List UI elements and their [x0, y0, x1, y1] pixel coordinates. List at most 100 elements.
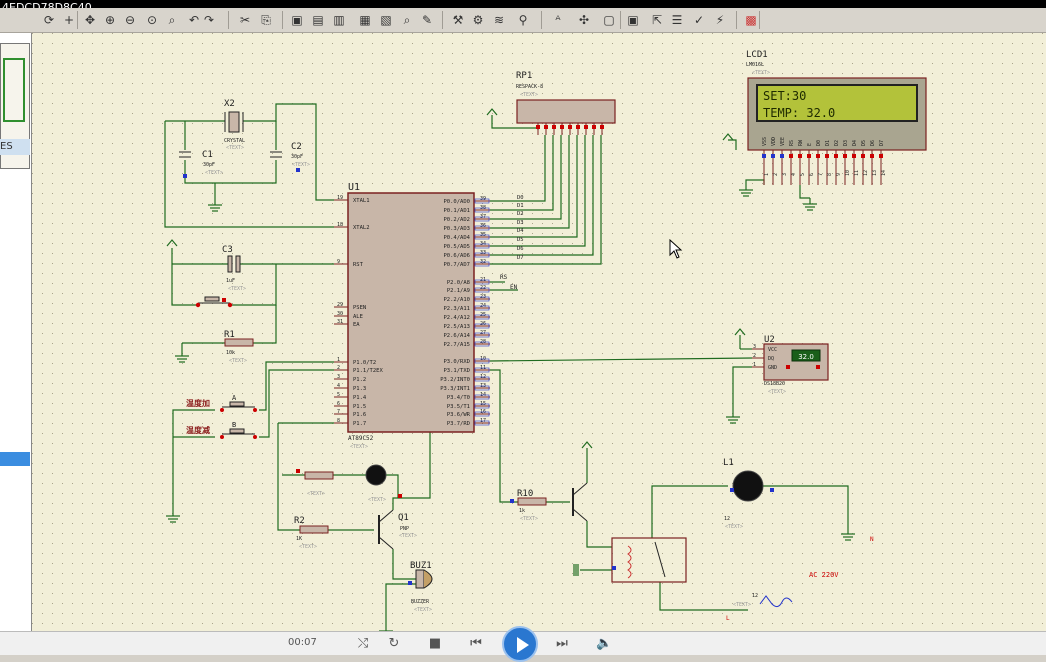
new-sheet-icon[interactable]: ▢ [603, 13, 615, 27]
lcd1-pin-num: 14 [881, 170, 887, 176]
erc-icon[interactable]: ✓ [693, 13, 705, 27]
netlist-icon[interactable]: ⚡ [715, 13, 725, 27]
u1-pin-name: P1.4 [353, 395, 367, 401]
button-temp-up-id: A [232, 394, 237, 402]
data-bus-wire [490, 135, 554, 211]
block-move-icon[interactable]: ▥ [333, 13, 345, 27]
r1-text: <TEXT> [229, 358, 247, 364]
block-delete-icon[interactable]: ▧ [380, 13, 392, 27]
c3-plate[interactable] [235, 255, 241, 273]
button-temp-down-cap[interactable] [229, 428, 245, 434]
u1-pin-name: P3.7/RD [447, 421, 470, 427]
pin-state-high [568, 125, 572, 129]
toolbar-separator [228, 11, 229, 29]
decompose-icon[interactable]: ⚙ [472, 13, 484, 27]
x2-part: CRYSTAL [224, 138, 245, 144]
relay-to-ac [659, 582, 748, 611]
redo-icon[interactable]: ↷ [203, 13, 215, 27]
buzzer-body[interactable] [415, 569, 425, 589]
btn-b-right [259, 369, 334, 438]
u1-chip-body[interactable] [347, 192, 475, 433]
pin-state [870, 154, 874, 158]
r1-right [253, 305, 277, 344]
zoom-all-icon[interactable]: ⊙ [146, 13, 158, 27]
r10-body[interactable] [517, 497, 547, 506]
paste-icon[interactable]: ▣ [291, 13, 303, 27]
wire-autorouter-icon[interactable]: ≋ [493, 13, 505, 27]
copy-icon[interactable]: ⎘ [261, 13, 271, 27]
u2-ref: U2 [764, 335, 775, 345]
toolbar-separator [77, 11, 78, 29]
x2-crystal-body[interactable] [228, 111, 240, 133]
u2-pin-name: VCC [768, 347, 777, 353]
r1-body[interactable] [224, 338, 254, 347]
block-copy-icon[interactable]: ▤ [312, 13, 324, 27]
zoom-area-icon[interactable]: ⌕ [168, 13, 176, 27]
pick-icon[interactable]: ⌕ [403, 13, 411, 27]
lcd1-pin-num: 6 [809, 173, 815, 176]
ares-icon[interactable]: ▩ [745, 13, 757, 27]
remove-sheet-icon[interactable]: ▣ [627, 13, 639, 27]
block-rotate-icon[interactable]: ▦ [359, 13, 371, 27]
q1-part: PNP [400, 526, 409, 532]
zoom-out-icon[interactable]: ⊖ [124, 13, 136, 27]
stop-icon[interactable]: ■ [428, 636, 442, 651]
device-list-selected-item[interactable] [0, 452, 30, 466]
lamp-l1-icon[interactable] [732, 470, 764, 502]
next-icon[interactable]: ⏭ [556, 636, 568, 651]
bom-icon[interactable]: ☰ [671, 13, 683, 27]
u1-pin-state [474, 261, 490, 267]
power-icon [166, 239, 178, 247]
repeat-icon[interactable]: ↻ [388, 636, 400, 651]
origin-icon[interactable]: + [63, 13, 75, 27]
design-explorer-icon[interactable]: ✣ [578, 13, 590, 27]
pan-icon[interactable]: ✥ [84, 13, 96, 27]
pin-state-high [398, 494, 402, 498]
packaging-icon[interactable]: ⚒ [452, 13, 464, 27]
r-buzzer-body[interactable] [304, 471, 334, 480]
shuffle-icon[interactable]: ⤭ [357, 636, 369, 651]
previous-icon[interactable]: ⏮ [470, 636, 482, 651]
make-device-icon[interactable]: ✎ [421, 13, 433, 27]
u1-pin-name: P3.6/WR [447, 412, 471, 418]
relay-body[interactable] [611, 537, 687, 583]
relay-to-lamp [651, 485, 728, 538]
reset-button-cap[interactable] [204, 296, 220, 302]
ac-source-icon[interactable] [759, 595, 793, 608]
rp1-body[interactable] [516, 99, 616, 124]
c3-plate[interactable] [227, 255, 233, 273]
search-icon[interactable]: ⚲ [518, 13, 528, 27]
property-assign-icon[interactable]: ᴬ [555, 13, 561, 27]
toolbar-separator [736, 11, 737, 29]
u2-up-button[interactable] [816, 365, 820, 369]
lcd1-pin-num: 13 [872, 170, 878, 176]
r2-body[interactable] [299, 525, 329, 534]
lcd1-screen[interactable] [756, 84, 918, 122]
r2-left [277, 423, 300, 531]
c2-ref: C2 [291, 142, 302, 152]
cut-icon[interactable]: ✂ [239, 13, 251, 27]
volume-icon[interactable]: 🔈 [596, 636, 613, 651]
exit-sheet-icon[interactable]: ⇱ [651, 13, 663, 27]
u1-pin-num: 8 [337, 418, 340, 424]
buzzer-icon[interactable] [423, 569, 433, 589]
c3-text: <TEXT> [228, 286, 246, 292]
refresh-icon[interactable]: ⟳ [43, 13, 55, 27]
led-indicator[interactable] [365, 464, 387, 486]
u1-pin-name: P1.5 [353, 404, 366, 410]
main-toolbar: ⟳ + ✥ ⊕ ⊖ ⊙ ⌕ ↶↷ ✂ ⎘ ▣ ▤ ▥ ▦ ▧ ⌕ ✎ ⚒ ⚙ ≋ ⚲ ᴬ ✣ ▢ ▣ ⇱ ☰ ✓ ⚡ ▩ [0, 8, 1046, 33]
u1-pin-state [474, 279, 490, 285]
play-button[interactable] [502, 626, 538, 662]
u1-pin-name: ALE [353, 314, 363, 320]
simulation-control-bar: 00:07 ⤭ ↻ ■ ⏮ ⏭ 🔈 [0, 626, 1046, 662]
pin-state [852, 154, 856, 158]
zoom-in-icon[interactable]: ⊕ [104, 13, 116, 27]
button-temp-down-id: B [232, 421, 236, 429]
button-temp-up-cap[interactable] [229, 401, 245, 407]
u2-down-button[interactable] [786, 365, 790, 369]
overview-viewport[interactable] [3, 58, 25, 122]
undo-icon[interactable]: ↶ [188, 13, 200, 27]
